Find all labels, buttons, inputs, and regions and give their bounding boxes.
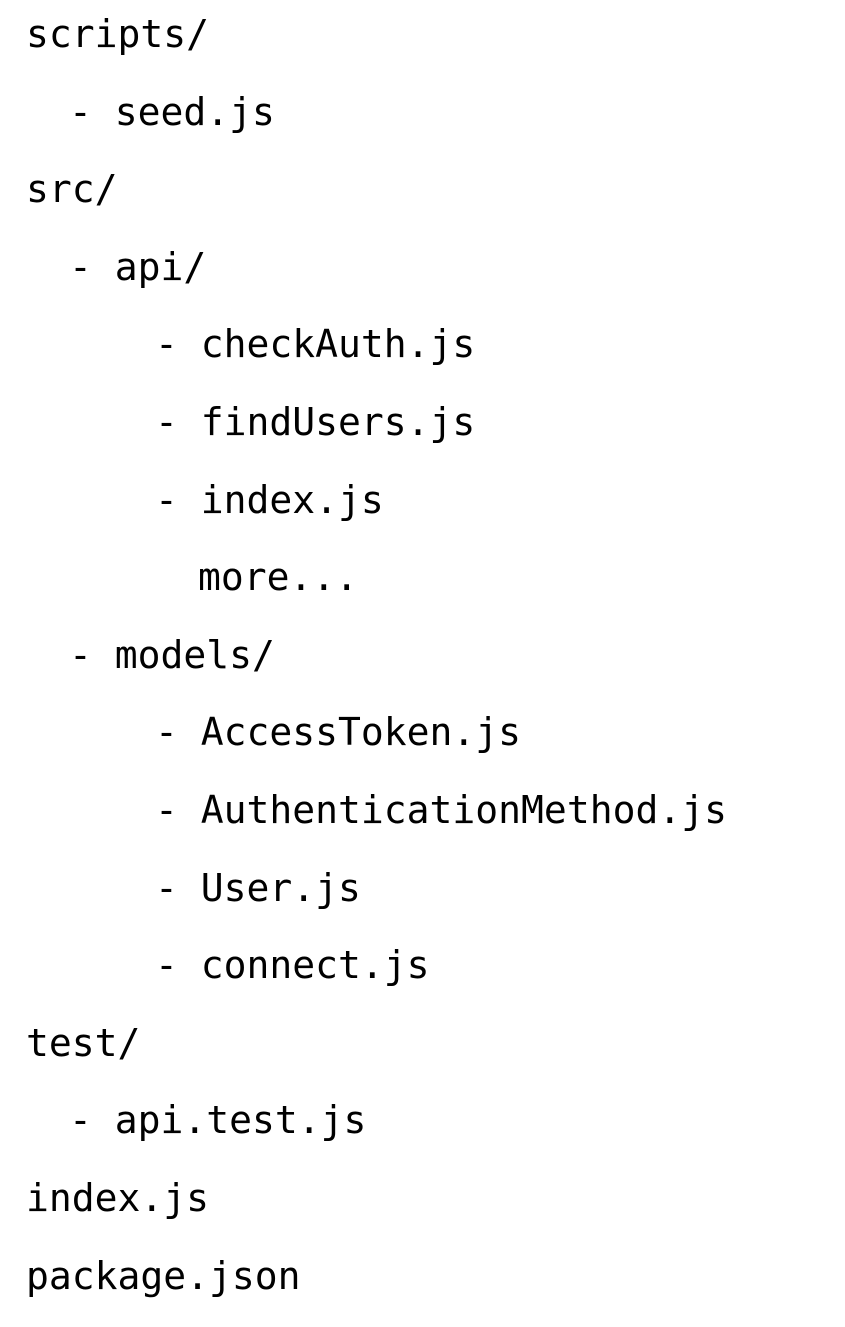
tree-bullet: -	[155, 322, 201, 366]
tree-item-more: more...	[26, 551, 727, 629]
tree-bullet: -	[155, 400, 201, 444]
tree-item-label: api.test.js	[115, 1098, 367, 1142]
tree-item-label: index.js	[201, 478, 384, 522]
tree-item-index-js: index.js	[26, 1172, 727, 1250]
tree-bullet: -	[69, 633, 115, 677]
tree-item-authenticationmethod-js: - AuthenticationMethod.js	[26, 784, 727, 862]
tree-item-api-test-js: - api.test.js	[26, 1094, 727, 1172]
tree-item-label: src/	[26, 167, 118, 211]
tree-item-label: test/	[26, 1021, 140, 1065]
tree-item-seed-js: - seed.js	[26, 86, 727, 164]
tree-item-label: AuthenticationMethod.js	[201, 788, 727, 832]
tree-item-user-js: - User.js	[26, 862, 727, 940]
tree-bullet: -	[69, 245, 115, 289]
tree-item-label: AccessToken.js	[201, 710, 521, 754]
tree-item-connect-js: - connect.js	[26, 939, 727, 1017]
tree-item-api-folder: - api/	[26, 241, 727, 319]
tree-item-models-folder: - models/	[26, 629, 727, 707]
tree-bullet: -	[155, 943, 201, 987]
tree-item-api-index-js: - index.js	[26, 474, 727, 552]
tree-item-accesstoken-js: - AccessToken.js	[26, 706, 727, 784]
tree-bullet: -	[155, 788, 201, 832]
tree-item-test-folder: test/	[26, 1017, 727, 1095]
tree-item-label: index.js	[26, 1176, 209, 1220]
tree-item-findusers-js: - findUsers.js	[26, 396, 727, 474]
tree-item-label: package.json	[26, 1254, 301, 1298]
tree-item-label: checkAuth.js	[201, 322, 476, 366]
tree-item-checkauth-js: - checkAuth.js	[26, 318, 727, 396]
tree-item-label: models/	[115, 633, 275, 677]
tree-bullet: -	[69, 1098, 115, 1142]
tree-item-label: api/	[115, 245, 207, 289]
tree-item-src-folder: src/	[26, 163, 727, 241]
tree-item-package-json: package.json	[26, 1250, 727, 1327]
tree-item-scripts-folder: scripts/	[26, 8, 727, 86]
tree-item-label: seed.js	[115, 90, 275, 134]
tree-item-label: more...	[198, 555, 358, 599]
tree-item-label: findUsers.js	[201, 400, 476, 444]
tree-bullet: -	[155, 710, 201, 754]
tree-item-label: scripts/	[26, 12, 209, 56]
tree-bullet: -	[69, 90, 115, 134]
tree-bullet: -	[155, 478, 201, 522]
tree-item-label: connect.js	[201, 943, 430, 987]
tree-item-label: User.js	[201, 866, 361, 910]
file-tree: scripts/ - seed.js src/ - api/ - checkAu…	[26, 8, 727, 1327]
tree-bullet: -	[155, 866, 201, 910]
